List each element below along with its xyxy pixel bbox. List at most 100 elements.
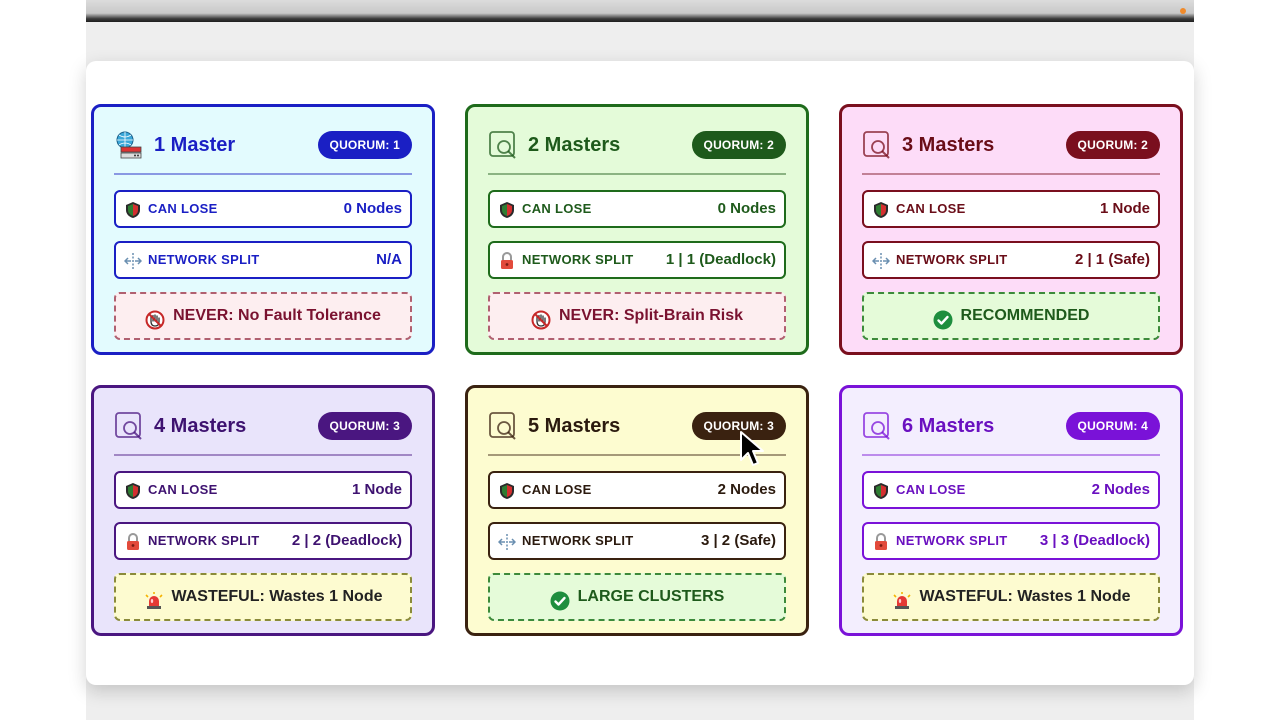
header-divider (488, 173, 786, 175)
card-header: 2 Masters QUORUM: 2 (488, 127, 786, 163)
check-circle-icon (550, 585, 570, 611)
can-lose-label: CAN LOSE (896, 482, 966, 497)
can-lose-row: CAN LOSE 2 Nodes (488, 471, 786, 509)
header-divider (862, 454, 1160, 456)
can-lose-value: 0 Nodes (343, 200, 402, 217)
master-card: 5 Masters QUORUM: 3 CAN LOSE 2 Nodes NET… (465, 385, 809, 636)
can-lose-row: CAN LOSE 2 Nodes (862, 471, 1160, 509)
network-split-label: NETWORK SPLIT (148, 533, 260, 548)
shield-icon (124, 201, 142, 219)
quorum-badge: QUORUM: 3 (317, 412, 412, 440)
stop-hand-icon (145, 304, 165, 330)
card-header: 6 Masters QUORUM: 4 (862, 408, 1160, 444)
network-split-label: NETWORK SPLIT (896, 533, 1008, 548)
can-lose-label: CAN LOSE (522, 482, 592, 497)
verdict-box: LARGE CLUSTERS (488, 573, 786, 621)
lock-icon (872, 533, 890, 551)
network-split-row: NETWORK SPLIT 3 | 2 (Safe) (488, 522, 786, 560)
quorum-badge: QUORUM: 2 (1065, 131, 1160, 159)
split-icon (123, 252, 143, 270)
verdict-text: NEVER: No Fault Tolerance (173, 307, 381, 324)
verdict-box: WASTEFUL: Wastes 1 Node (862, 573, 1160, 621)
quorum-badge: QUORUM: 4 (1065, 412, 1160, 440)
siren-icon (144, 585, 164, 609)
master-card: 1 Master QUORUM: 1 CAN LOSE 0 Nodes NETW… (91, 104, 435, 355)
split-icon (871, 252, 891, 270)
can-lose-row: CAN LOSE 1 Node (114, 471, 412, 509)
card-title: 5 Masters (528, 415, 621, 437)
lock-icon (498, 252, 516, 270)
network-split-row: NETWORK SPLIT 2 | 1 (Safe) (862, 241, 1160, 279)
card-header: 1 Master QUORUM: 1 (114, 127, 412, 163)
quorum-badge: QUORUM: 1 (317, 131, 412, 159)
network-split-row: NETWORK SPLIT 2 | 2 (Deadlock) (114, 522, 412, 560)
card-header: 4 Masters QUORUM: 3 (114, 408, 412, 444)
network-split-row: NETWORK SPLIT 1 | 1 (Deadlock) (488, 241, 786, 279)
can-lose-row: CAN LOSE 0 Nodes (488, 190, 786, 228)
network-split-row: NETWORK SPLIT 3 | 3 (Deadlock) (862, 522, 1160, 560)
verdict-box: WASTEFUL: Wastes 1 Node (114, 573, 412, 621)
network-split-label: NETWORK SPLIT (522, 533, 634, 548)
card-header: 3 Masters QUORUM: 2 (862, 127, 1160, 163)
header-divider (488, 454, 786, 456)
verdict-box: NEVER: Split-Brain Risk (488, 292, 786, 340)
can-lose-value: 2 Nodes (717, 481, 776, 498)
magnifier-icon (488, 130, 518, 160)
can-lose-label: CAN LOSE (522, 201, 592, 216)
master-card: 6 Masters QUORUM: 4 CAN LOSE 2 Nodes NET… (839, 385, 1183, 636)
can-lose-value: 0 Nodes (717, 200, 776, 217)
card-header: 5 Masters QUORUM: 3 (488, 408, 786, 444)
can-lose-label: CAN LOSE (148, 201, 218, 216)
magnifier-icon (862, 130, 892, 160)
network-split-value: 1 | 1 (Deadlock) (665, 251, 776, 268)
card-title: 1 Master (154, 134, 236, 156)
split-icon (497, 533, 517, 551)
verdict-box: NEVER: No Fault Tolerance (114, 292, 412, 340)
verdict-text: WASTEFUL: Wastes 1 Node (171, 588, 383, 605)
quorum-badge: QUORUM: 2 (691, 131, 786, 159)
can-lose-value: 2 Nodes (1091, 481, 1150, 498)
master-card: 4 Masters QUORUM: 3 CAN LOSE 1 Node NETW… (91, 385, 435, 636)
shield-icon (498, 482, 516, 500)
mouse-cursor-icon (740, 431, 764, 466)
header-divider (114, 173, 412, 175)
verdict-text: RECOMMENDED (960, 307, 1090, 324)
card-title: 3 Masters (902, 134, 995, 156)
check-circle-icon (933, 304, 953, 330)
can-lose-label: CAN LOSE (148, 482, 218, 497)
network-split-value: 2 | 2 (Deadlock) (291, 532, 402, 549)
can-lose-label: CAN LOSE (896, 201, 966, 216)
globe-network-icon (114, 130, 144, 160)
can-lose-row: CAN LOSE 0 Nodes (114, 190, 412, 228)
verdict-text: WASTEFUL: Wastes 1 Node (919, 588, 1131, 605)
verdict-box: RECOMMENDED (862, 292, 1160, 340)
network-split-value: 2 | 1 (Safe) (1074, 251, 1150, 268)
network-split-label: NETWORK SPLIT (522, 252, 634, 267)
card-title: 6 Masters (902, 415, 995, 437)
siren-icon (892, 585, 912, 609)
can-lose-value: 1 Node (1099, 200, 1150, 217)
window-top-bar (86, 0, 1194, 22)
can-lose-row: CAN LOSE 1 Node (862, 190, 1160, 228)
lock-icon (124, 533, 142, 551)
stop-hand-icon (531, 304, 551, 330)
magnifier-icon (114, 411, 144, 441)
can-lose-value: 1 Node (351, 481, 402, 498)
network-split-value: N/A (376, 251, 402, 268)
shield-icon (872, 482, 890, 500)
master-card: 3 Masters QUORUM: 2 CAN LOSE 1 Node NETW… (839, 104, 1183, 355)
network-split-label: NETWORK SPLIT (148, 252, 260, 267)
master-card: 2 Masters QUORUM: 2 CAN LOSE 0 Nodes NET… (465, 104, 809, 355)
network-split-label: NETWORK SPLIT (896, 252, 1008, 267)
shield-icon (124, 482, 142, 500)
network-split-value: 3 | 2 (Safe) (700, 532, 776, 549)
header-divider (862, 173, 1160, 175)
network-split-value: 3 | 3 (Deadlock) (1039, 532, 1150, 549)
verdict-text: NEVER: Split-Brain Risk (558, 307, 744, 324)
status-dot (1180, 8, 1186, 14)
shield-icon (498, 201, 516, 219)
shield-icon (872, 201, 890, 219)
magnifier-icon (488, 411, 518, 441)
verdict-text: LARGE CLUSTERS (577, 588, 725, 605)
header-divider (114, 454, 412, 456)
